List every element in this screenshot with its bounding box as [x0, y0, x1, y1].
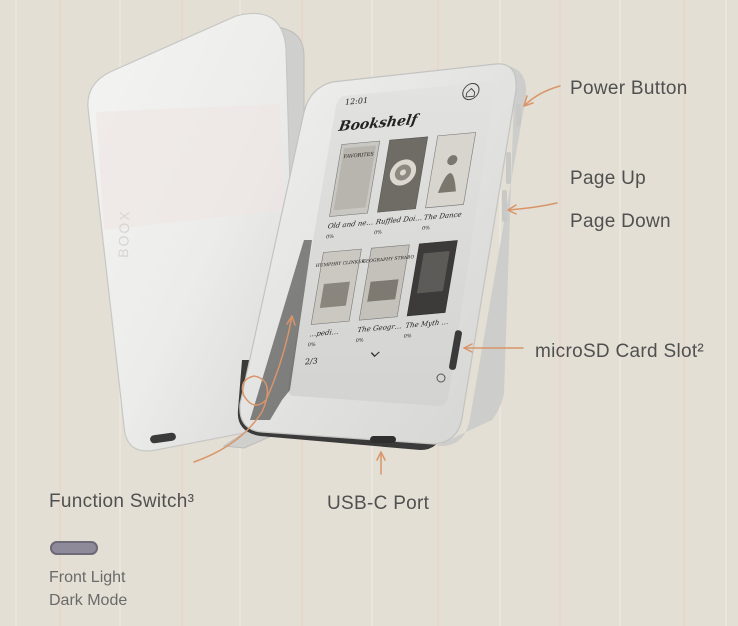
- power-button[interactable]: [516, 104, 521, 126]
- switch-pill-icon: [50, 541, 98, 555]
- svg-text:0%: 0%: [373, 230, 382, 237]
- page-down-label: Page Down: [570, 211, 671, 232]
- svg-text:FAVORITES: FAVORITES: [343, 151, 375, 160]
- function-switch-label: Function Switch³: [49, 491, 195, 512]
- svg-text:HUMPHRY CLINKER: HUMPHRY CLINKER: [315, 259, 366, 269]
- svg-text:0%: 0%: [307, 342, 316, 349]
- status-time: 12:01: [344, 96, 369, 107]
- page-down-button[interactable]: [502, 190, 507, 222]
- bookshelf-title: Bookshelf: [336, 112, 421, 135]
- light-indicator: [436, 373, 446, 383]
- svg-text:0%: 0%: [325, 234, 334, 241]
- page-up-button[interactable]: [506, 152, 511, 184]
- power-button-label: Power Button: [570, 78, 688, 99]
- page-up-label: Page Up: [570, 168, 647, 189]
- callout-arrows: [193, 85, 561, 475]
- microsd-slot[interactable]: [449, 330, 463, 371]
- svg-text:0%: 0%: [355, 338, 364, 345]
- book-item[interactable]: GEOGRAPHY STRABO The Geogr… 0%: [348, 244, 416, 345]
- page-indicator: 2/3: [304, 356, 318, 366]
- svg-text:…pedi…: …pedi…: [309, 327, 340, 339]
- svg-text:The Dance: The Dance: [423, 210, 462, 222]
- book-item[interactable]: The Myth … 0%: [403, 240, 462, 340]
- back-logo: BOOX: [115, 209, 133, 258]
- svg-text:Old and ne…: Old and ne…: [327, 217, 374, 230]
- svg-text:0%: 0%: [403, 333, 412, 340]
- chevron-down-icon[interactable]: [370, 351, 380, 358]
- book-item[interactable]: The Dance 0%: [421, 132, 477, 232]
- home-icon[interactable]: [462, 83, 481, 101]
- book-item[interactable]: FAVORITES Old and ne… 0%: [325, 140, 387, 241]
- book-item[interactable]: HUMPHRY CLINKER …pedi… 0%: [302, 248, 368, 349]
- svg-text:The Myth …: The Myth …: [405, 317, 450, 330]
- svg-text:0%: 0%: [421, 225, 430, 232]
- svg-text:The Geogr…: The Geogr…: [357, 321, 403, 334]
- usb-c-label: USB-C Port: [327, 493, 430, 514]
- svg-text:GEOGRAPHY STRABO: GEOGRAPHY STRABO: [362, 254, 415, 265]
- microsd-label: microSD Card Slot²: [535, 341, 705, 362]
- front-light-label: Front Light: [49, 569, 126, 586]
- dark-mode-label: Dark Mode: [49, 592, 128, 609]
